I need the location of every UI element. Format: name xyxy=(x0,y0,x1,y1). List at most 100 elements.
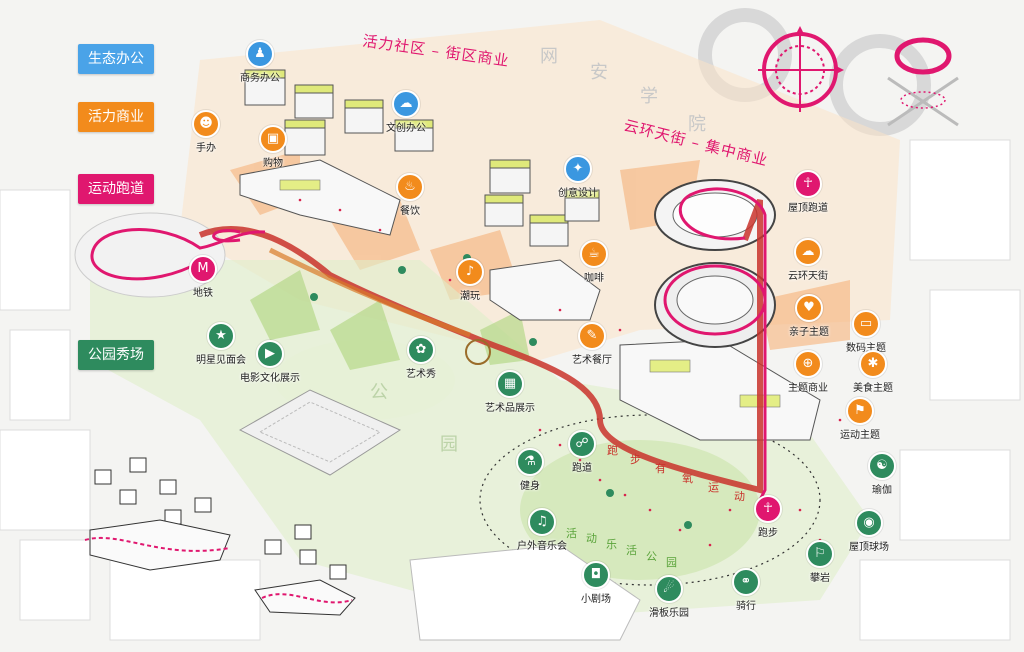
active-park-text: 乐 xyxy=(606,538,617,551)
yoga-icon: ☯ xyxy=(868,452,896,480)
metro-icon: M xyxy=(189,255,217,283)
office-building xyxy=(564,189,600,222)
poi-climbing: ⚐攀岩 xyxy=(806,540,834,584)
commerce-block xyxy=(239,159,401,236)
star-meeting-icon: ★ xyxy=(207,322,235,350)
metro-link-route xyxy=(212,229,241,243)
poi-theme-commerce: ⊕主题商业 xyxy=(788,350,828,394)
campus-text: 学 xyxy=(640,86,658,107)
office-building xyxy=(344,99,384,134)
poi-art-restaurant: ✎艺术餐厅 xyxy=(572,322,612,366)
run-track-text: 动 xyxy=(734,490,745,503)
park-node-dot xyxy=(310,293,318,301)
city-block xyxy=(0,429,91,531)
poi-star-meeting: ★明星见面会 xyxy=(196,322,246,366)
run-track-text: 运 xyxy=(708,481,719,494)
module-diagram-left xyxy=(89,457,231,571)
runway-icon: ☍ xyxy=(568,430,596,458)
poi-rooftop-court: ◉屋顶球场 xyxy=(849,509,889,553)
cloud-ring-track xyxy=(663,264,767,336)
poi-rooftop-track: ☥屋顶跑道 xyxy=(788,170,828,214)
office-building xyxy=(484,194,524,227)
active-park-text: 动 xyxy=(586,532,597,545)
park-text: 园 xyxy=(440,434,458,455)
active-park-text: 园 xyxy=(666,556,677,569)
city-block xyxy=(899,449,1011,541)
poi-yoga: ☯瑜伽 xyxy=(868,452,896,496)
active-park-text: 活 xyxy=(626,544,637,557)
office-building xyxy=(284,119,326,156)
rooftop-court-icon: ◉ xyxy=(855,509,883,537)
park-node-dot xyxy=(606,489,614,497)
coffee-icon: ☕ xyxy=(580,240,608,268)
poi-skateboard-park: ☄滑板乐园 xyxy=(649,575,689,619)
artwork-display-icon: ▦ xyxy=(496,370,524,398)
shopping-icon: ▣ xyxy=(259,125,287,153)
office-building xyxy=(529,214,569,247)
park-node-dot xyxy=(398,266,406,274)
park-flow-arrow xyxy=(330,300,400,370)
office-building xyxy=(244,69,286,106)
park-flow-arrow xyxy=(480,310,530,365)
module-diagram-right-route xyxy=(261,593,353,604)
city-block xyxy=(909,139,1011,261)
city-block xyxy=(859,559,1011,641)
park-flow-arrow xyxy=(250,270,320,340)
poi-coffee: ☕咖啡 xyxy=(580,240,608,284)
office-building xyxy=(394,119,434,152)
green-roof xyxy=(649,359,691,373)
campus-text: 安 xyxy=(590,62,608,83)
creative-design-icon: ✦ xyxy=(564,155,592,183)
legend-sport-track: 运动跑道 xyxy=(78,174,154,204)
fitness-icon: ⚗ xyxy=(516,448,544,476)
poi-small-theater: ◘小剧场 xyxy=(581,561,611,605)
commerce-block xyxy=(489,259,601,321)
poi-creative-design: ✦创意设计 xyxy=(558,155,598,199)
poi-digital-theme: ▭数码主题 xyxy=(846,310,886,354)
run-track-text: 步 xyxy=(630,453,641,466)
active-park-text: 公 xyxy=(646,550,657,563)
legend-commerce: 活力商业 xyxy=(78,102,154,132)
food-theme-icon: ✱ xyxy=(859,350,887,378)
climbing-icon: ⚐ xyxy=(806,540,834,568)
cycling-icon: ⚭ xyxy=(732,568,760,596)
small-theater-icon: ◘ xyxy=(582,561,610,589)
city-block xyxy=(0,189,71,311)
running-track-red xyxy=(198,198,763,494)
big-art-show-icon: ✿ xyxy=(407,336,435,364)
poi-fitness: ⚗健身 xyxy=(516,448,544,492)
legend-park-show: 公园秀场 xyxy=(78,340,154,370)
outdoor-concert-icon: ♫ xyxy=(528,508,556,536)
green-roof xyxy=(279,179,321,191)
poi-shopping: ▣购物 xyxy=(259,125,287,169)
rooftop-track-route xyxy=(678,187,767,501)
theme-commerce-icon: ⊕ xyxy=(794,350,822,378)
poi-art-show: ✿艺术秀 xyxy=(406,336,436,380)
digital-theme-icon: ▭ xyxy=(852,310,880,338)
poi-cloud-street: ☁云环天街 xyxy=(788,238,828,282)
poi-runway: ☍跑道 xyxy=(568,430,596,474)
poi-cycling: ⚭骑行 xyxy=(732,568,760,612)
trendy-toy-icon: ♪ xyxy=(456,258,484,286)
sports-theme-icon: ⚑ xyxy=(846,397,874,425)
poi-creative-office: ☁文创办公 xyxy=(386,90,426,134)
run-track-text: 跑 xyxy=(607,444,618,457)
poi-running: ☥跑步 xyxy=(754,495,782,539)
film-culture-icon: ▶ xyxy=(256,340,284,368)
city-block xyxy=(9,329,71,421)
poi-family-theme: ♥亲子主题 xyxy=(789,294,829,338)
cloud-ring-lower-courtyard xyxy=(676,275,754,325)
running-icon: ☥ xyxy=(754,495,782,523)
poi-dining: ♨餐饮 xyxy=(396,173,424,217)
campus-text: 院 xyxy=(688,114,706,135)
poi-food-theme: ✱美食主题 xyxy=(853,350,893,394)
office-building xyxy=(294,84,334,119)
figure-toy-icon: ☻ xyxy=(192,110,220,138)
creative-office-icon: ☁ xyxy=(392,90,420,118)
park-node-dot xyxy=(529,338,537,346)
active-park-text: 活 xyxy=(566,527,577,540)
run-track-text: 有 xyxy=(655,462,666,475)
